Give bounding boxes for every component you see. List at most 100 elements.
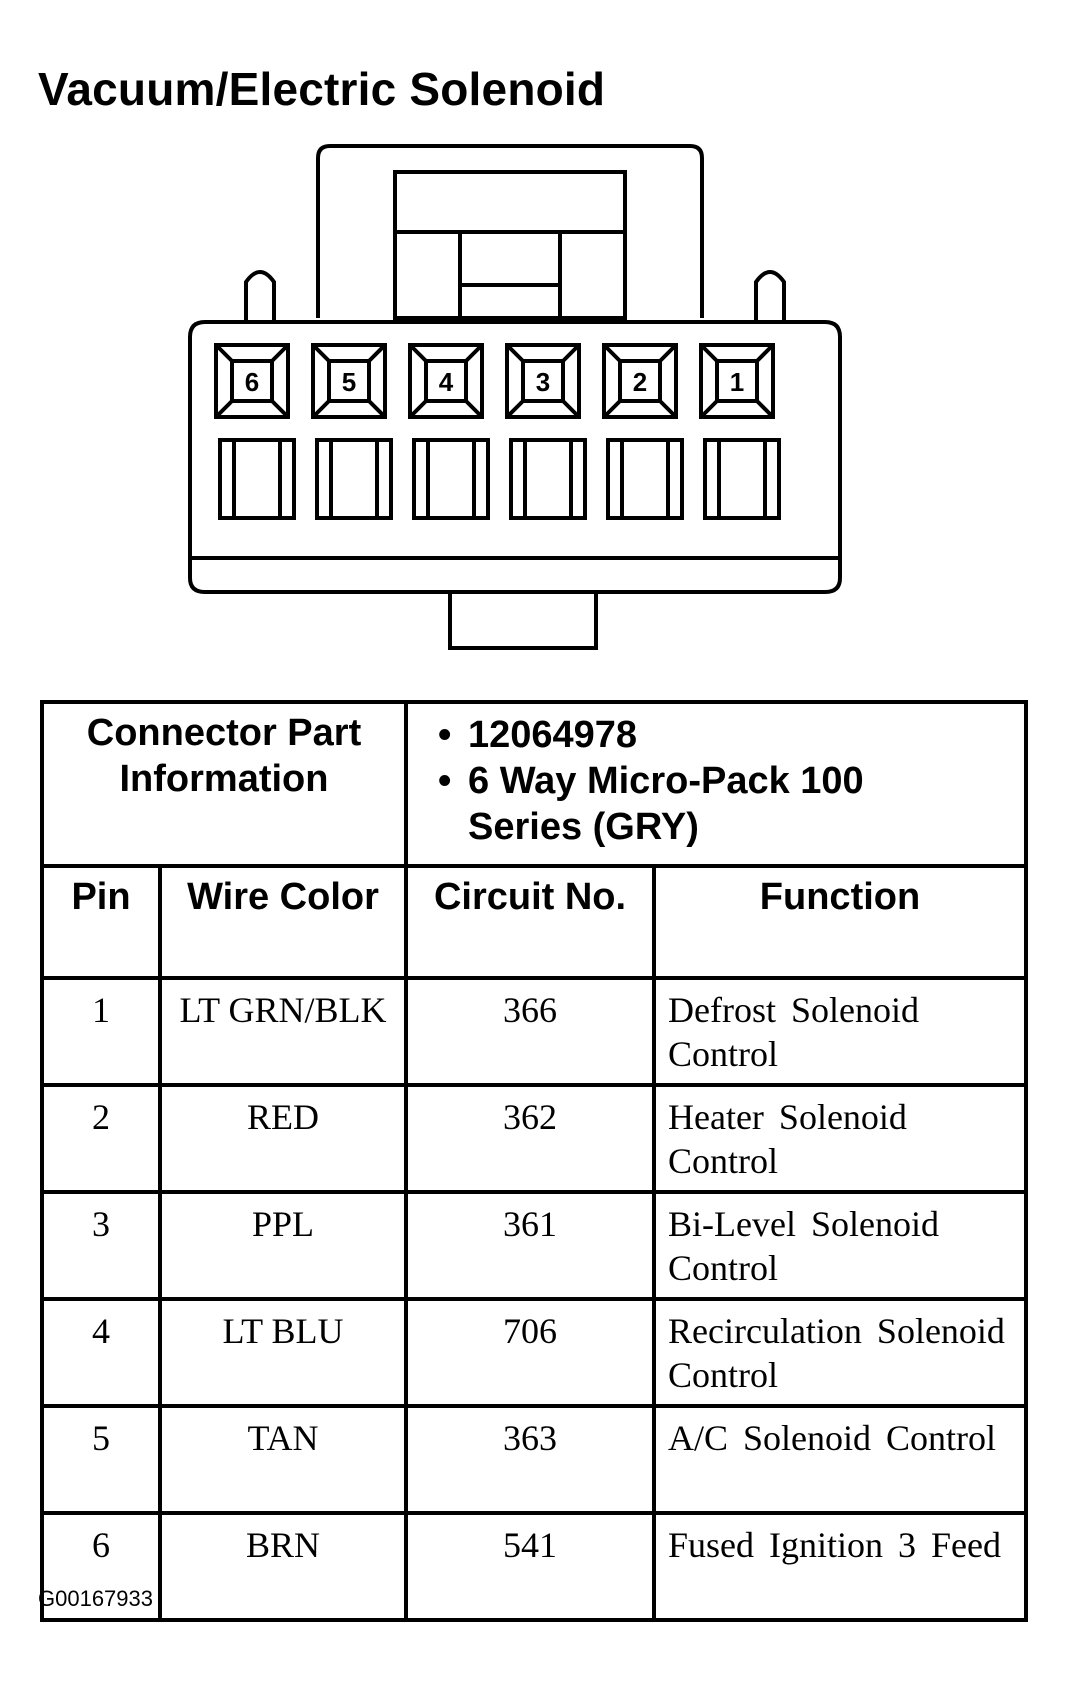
cavity-inner bbox=[715, 359, 759, 403]
cavity-inner bbox=[521, 359, 565, 403]
part-series-cont: Series (GRY) bbox=[468, 806, 699, 848]
connector-post-left bbox=[244, 270, 276, 322]
cavity-6 bbox=[214, 343, 290, 419]
cavity-bevel bbox=[699, 343, 719, 363]
function-cell: Fused Ignition 3 Feed bbox=[652, 1511, 1028, 1622]
cavity-bevel bbox=[699, 399, 719, 419]
part-number: 12064978 bbox=[468, 714, 638, 756]
connector-latch bbox=[316, 144, 704, 318]
connector-body bbox=[188, 320, 842, 594]
col-header-wire-color: Wire Color bbox=[158, 864, 408, 980]
part-series: 6 Way Micro-Pack 100 bbox=[468, 760, 864, 802]
pin-cell: 1 bbox=[40, 976, 162, 1087]
wire-color-cell: RED bbox=[158, 1083, 408, 1194]
terminal-slot bbox=[218, 438, 296, 520]
part-info-values: •12064978 •6 Way Micro-Pack 100 Series (… bbox=[404, 700, 1028, 868]
connector-latch-inner bbox=[393, 170, 627, 320]
cavity-bevel bbox=[658, 343, 678, 363]
pin-cell: 6 bbox=[40, 1511, 162, 1622]
circuit-cell: 362 bbox=[404, 1083, 656, 1194]
pin-cell: 3 bbox=[40, 1190, 162, 1301]
terminal-slot bbox=[703, 438, 781, 520]
cavity-bevel bbox=[408, 399, 428, 419]
connector-bottom-tab bbox=[448, 592, 598, 650]
cavity-bevel bbox=[602, 399, 622, 419]
function-cell: Recirculation Solenoid Control bbox=[652, 1297, 1028, 1408]
cavity-number: 5 bbox=[342, 367, 356, 397]
part-info-label-text: Connector Part Information bbox=[86, 712, 362, 800]
cavity-4 bbox=[408, 343, 484, 419]
circuit-cell: 541 bbox=[404, 1511, 656, 1622]
wire-color-cell: PPL bbox=[158, 1190, 408, 1301]
terminal-slot bbox=[509, 438, 587, 520]
cavity-bevel bbox=[311, 399, 331, 419]
function-cell: A/C Solenoid Control bbox=[652, 1404, 1028, 1515]
cavity-number: 6 bbox=[245, 367, 259, 397]
pin-cell: 5 bbox=[40, 1404, 162, 1515]
wire-color-cell: LT BLU bbox=[158, 1297, 408, 1408]
terminal-slot bbox=[606, 438, 684, 520]
cavity-bevel bbox=[214, 399, 234, 419]
cavity-bevel bbox=[464, 399, 484, 419]
cavity-5 bbox=[311, 343, 387, 419]
cavity-number: 1 bbox=[730, 367, 744, 397]
part-series-line: •6 Way Micro-Pack 100 bbox=[438, 760, 864, 802]
circuit-cell: 366 bbox=[404, 976, 656, 1087]
cavity-bevel bbox=[311, 343, 331, 363]
cavity-bevel bbox=[505, 399, 525, 419]
cavity-bevel bbox=[505, 343, 525, 363]
figure-code: G00167933 bbox=[38, 1586, 153, 1611]
pinout-table: Connector Part Information •12064978 •6 … bbox=[40, 700, 1028, 1622]
cavity-bevel bbox=[658, 399, 678, 419]
cavity-bevel bbox=[214, 343, 234, 363]
pin-cell: 4 bbox=[40, 1297, 162, 1408]
cavity-bevel bbox=[270, 343, 290, 363]
function-cell: Defrost Solenoid Control bbox=[652, 976, 1028, 1087]
cavity-2 bbox=[602, 343, 678, 419]
cavity-bevel bbox=[270, 399, 290, 419]
cavity-number: 3 bbox=[536, 367, 550, 397]
cavity-bevel bbox=[755, 343, 775, 363]
col-header-circuit: Circuit No. bbox=[404, 864, 656, 980]
circuit-cell: 363 bbox=[404, 1404, 656, 1515]
cavity-bevel bbox=[408, 343, 428, 363]
cavity-bevel bbox=[464, 343, 484, 363]
terminal-slot bbox=[315, 438, 393, 520]
cavity-inner bbox=[618, 359, 662, 403]
diagram-title: Vacuum/Electric Solenoid bbox=[38, 63, 606, 115]
circuit-cell: 361 bbox=[404, 1190, 656, 1301]
part-info-label: Connector Part Information bbox=[40, 700, 408, 868]
function-cell: Bi-Level Solenoid Control bbox=[652, 1190, 1028, 1301]
wire-color-cell: LT GRN/BLK bbox=[158, 976, 408, 1087]
cavity-inner bbox=[424, 359, 468, 403]
cavity-1 bbox=[699, 343, 775, 419]
cavity-number: 2 bbox=[633, 367, 647, 397]
cavity-bevel bbox=[367, 399, 387, 419]
cavity-3 bbox=[505, 343, 581, 419]
circuit-cell: 706 bbox=[404, 1297, 656, 1408]
wire-color-cell: TAN bbox=[158, 1404, 408, 1515]
function-cell: Heater Solenoid Control bbox=[652, 1083, 1028, 1194]
col-header-function: Function bbox=[652, 864, 1028, 980]
part-number-line: •12064978 bbox=[438, 714, 638, 756]
cavity-inner bbox=[327, 359, 371, 403]
connector-post-right bbox=[754, 270, 786, 322]
cavity-bevel bbox=[561, 399, 581, 419]
cavity-bevel bbox=[561, 343, 581, 363]
wire-color-cell: BRN bbox=[158, 1511, 408, 1622]
cavity-bevel bbox=[367, 343, 387, 363]
cavity-inner bbox=[230, 359, 274, 403]
cavity-bevel bbox=[755, 399, 775, 419]
cavity-number: 4 bbox=[439, 367, 454, 397]
terminal-slot bbox=[412, 438, 490, 520]
col-header-pin: Pin bbox=[40, 864, 162, 980]
cavity-bevel bbox=[602, 343, 622, 363]
pin-cell: 2 bbox=[40, 1083, 162, 1194]
connector-face-drawing: 6 5 4 3 2 1 bbox=[188, 144, 842, 650]
